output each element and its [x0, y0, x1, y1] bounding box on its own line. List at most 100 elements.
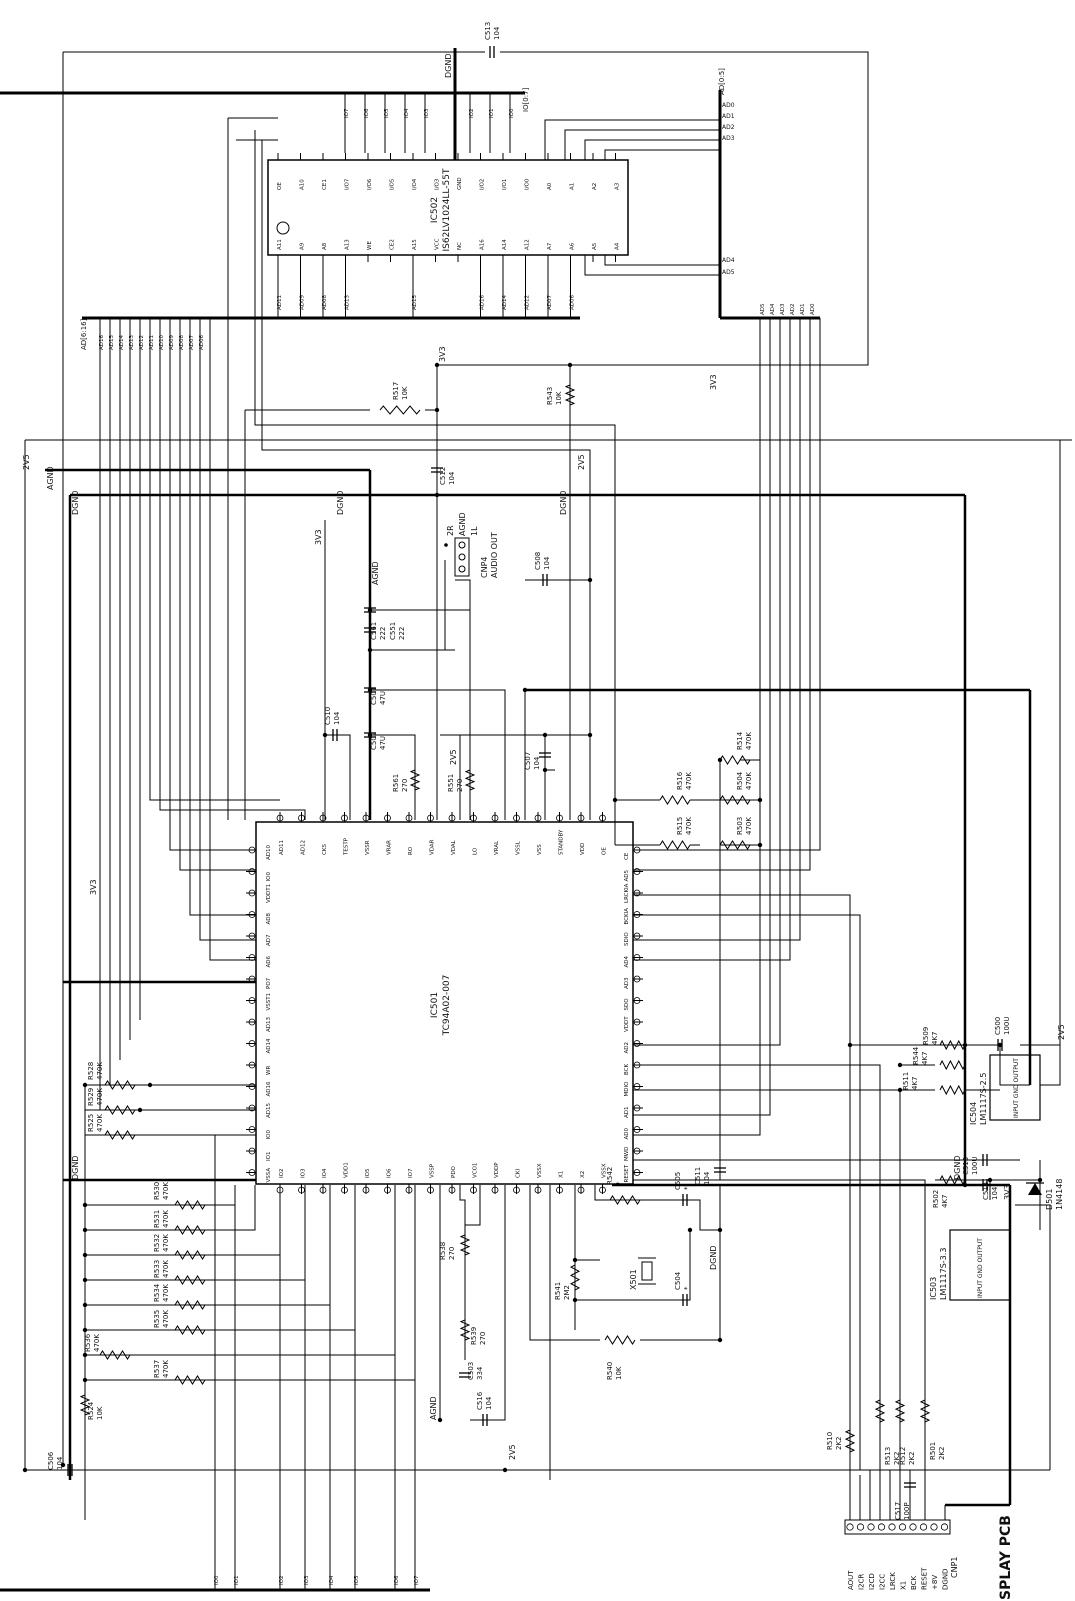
- dsp-bottom-pin-9: VCO1: [473, 1163, 479, 1178]
- junction-dot-19: [82, 1227, 88, 1233]
- ram-pin-left-13: A6: [570, 242, 576, 250]
- ram-pin-right-15: A3: [615, 182, 621, 190]
- diode-d501: D501 1N4148: [1026, 1179, 1064, 1210]
- resistor-value-R503: 470K: [745, 817, 753, 835]
- ad-high-tap-AD11: AD11: [149, 335, 155, 350]
- dsp-top-pin-8: VDAL: [451, 839, 457, 855]
- capacitor-value-C508: 104: [543, 556, 551, 570]
- resistor-ref-R529: R529: [87, 1088, 95, 1106]
- dsp-top-pin-7: VDAR: [430, 839, 436, 855]
- ad-high-tap-AD09: AD09: [169, 335, 175, 350]
- ram-pin-right-6: I/O4: [412, 178, 418, 190]
- cnp1-pin-I2CR: I2CR: [858, 1574, 866, 1590]
- net-3v3-4: 3V3: [89, 879, 98, 895]
- ic501-part: TC94A02-007: [442, 975, 452, 1037]
- capacitor-value-C501: 47U: [379, 691, 387, 705]
- junction-dot-0: [434, 407, 440, 413]
- capacitor-ref-C500: C500: [994, 1017, 1002, 1035]
- junction-dot-32: [987, 1177, 993, 1183]
- junction-dot-22: [82, 1302, 88, 1308]
- ram-pin-left-14: A5: [592, 242, 598, 250]
- ram-pin-left-4: WE: [367, 241, 373, 250]
- net-dgnd-1: DGND: [444, 53, 453, 78]
- ram-pin-right-3: I/O7: [345, 178, 351, 190]
- diode-ref: D501: [1045, 1189, 1054, 1210]
- cnp1-pin-I2CC: I2CC: [879, 1574, 887, 1590]
- cnp1-pin-DGND: DGND: [942, 1569, 950, 1590]
- io-bottom-IO5: IO5: [354, 1575, 360, 1585]
- cnp1-pin-RESET: RESET: [921, 1567, 929, 1590]
- dsp-top-pin-6: RO: [408, 846, 414, 855]
- junction-dot-1: [434, 362, 440, 368]
- ram-io-IO5: IO5: [384, 108, 390, 118]
- net-2v5-2: 2V5: [577, 454, 586, 470]
- dsp-bottom-pin-8: PDO: [451, 1165, 457, 1178]
- resistor-value-R511: 4K7: [911, 1077, 919, 1091]
- dsp-top-pin-1: AD12: [301, 840, 307, 855]
- junction-dot-25: [82, 1377, 88, 1383]
- resistor-ref-R509: R509: [922, 1027, 930, 1045]
- capacitor-value-C516: 104: [485, 1396, 493, 1410]
- junction-dot-42: [502, 1467, 508, 1473]
- dsp-left-pin-12: AD15: [266, 1103, 272, 1118]
- ram-net-AD07: AD07: [547, 295, 553, 310]
- ad-fanout-AD1: AD1: [800, 304, 806, 316]
- resistor-value-R544: 4K7: [921, 1052, 929, 1066]
- junction-dot-21: [82, 1277, 88, 1283]
- resistor-ref-R517: R517: [392, 382, 400, 400]
- ram-pin-left-12: A7: [547, 242, 553, 250]
- ad-high-tap-AD16: AD16: [99, 335, 105, 350]
- ram-pin-right-9: I/O2: [480, 179, 486, 190]
- capacitor-ref-C504: C504: [674, 1271, 682, 1290]
- io-bottom-IO2: IO2: [279, 1576, 285, 1585]
- ic503-regulator: INPUT GND OUTPUT IC503 LM1117S-3.3: [929, 1229, 1011, 1301]
- capacitor-ref-C515: C515: [962, 1157, 970, 1175]
- dsp-left-pin-15: VSSA: [266, 1168, 272, 1183]
- ram-net-AD08: AD08: [322, 295, 328, 310]
- ram-net-AD06: AD06: [570, 295, 576, 310]
- crystal-x501: X501: [629, 1257, 656, 1290]
- capacitor-ref-C503: C503: [467, 1362, 475, 1380]
- ram-net-AD14: AD14: [502, 295, 508, 310]
- power-rails: [0, 48, 1032, 1592]
- resistor-value-R516: 470K: [685, 772, 693, 790]
- io-bottom-IO7: IO7: [414, 1575, 420, 1585]
- dsp-right-pin-9: AD2: [624, 1042, 630, 1054]
- ram-pin-left-7: VCC: [435, 238, 441, 250]
- junction-dot-10: [587, 732, 593, 738]
- resistor-R542: R542*: [606, 1167, 623, 1185]
- cnp1-pin-LRCK: LRCK: [889, 1572, 897, 1590]
- junction-dot-17: [717, 757, 723, 763]
- cnp4-connector: 2R AGND 1L CNP4 AUDIO OUT: [444, 512, 499, 578]
- ram-io-IO2: IO2: [469, 109, 475, 118]
- junction-dot-45: [897, 1087, 903, 1093]
- ic504-pins: INPUT GND OUTPUT: [1013, 1058, 1020, 1118]
- capacitor-value-C510: 104: [333, 711, 341, 725]
- resistor-ref-R543: R543: [546, 387, 554, 405]
- resistor-value-R517: 10K: [401, 386, 409, 400]
- ad-fanout-AD3: AD3: [780, 303, 786, 315]
- capacitor-ref-C517: C517: [894, 1502, 902, 1520]
- ad-fanout-AD5: AD5: [760, 303, 766, 315]
- resistor-value-R543: 10K: [555, 391, 563, 405]
- dsp-bottom-pin-7: VSSP: [430, 1163, 436, 1178]
- resistor-value-R535: 470K: [162, 1310, 170, 1328]
- resistor-value-R561: 270: [401, 779, 409, 792]
- capacitor-ref-C506: C506: [47, 1451, 55, 1470]
- ad-low-tap-AD2: AD2: [722, 124, 735, 131]
- cnp1-pin-X1: X1: [900, 1581, 908, 1590]
- footer-label: SPLAY PCB: [998, 1515, 1014, 1600]
- ram-pin-left-8: NC: [457, 242, 463, 250]
- resistor-ref-R515: R515: [676, 817, 684, 835]
